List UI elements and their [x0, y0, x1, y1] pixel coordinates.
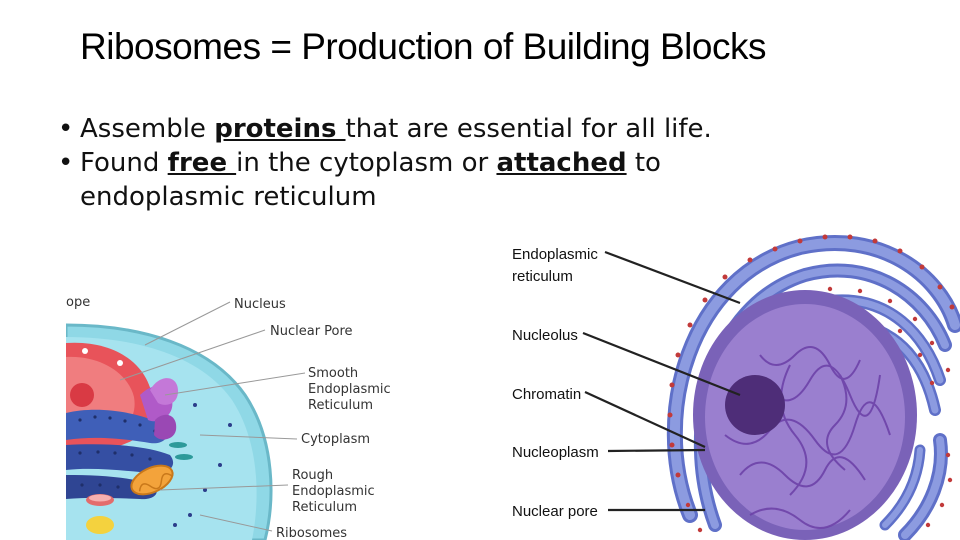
label-envelope-fragment: ope: [66, 295, 90, 310]
bullet-text: Assemble: [80, 114, 215, 144]
ribosome-dots: [667, 234, 955, 533]
bullet-text: in the cytoplasm or: [236, 148, 497, 178]
bullet-emphasis: attached: [496, 148, 627, 178]
label-nucleolus: Nucleolus: [512, 327, 578, 344]
label-nucleoplasm: Nucleoplasm: [512, 444, 599, 461]
label-rough-er: Rough: [292, 468, 333, 483]
smooth-er-shape: [140, 378, 178, 440]
label-cytoplasm: Cytoplasm: [301, 432, 370, 447]
rough-er-shape: [66, 409, 168, 444]
label-smooth-er: Reticulum: [308, 398, 373, 413]
label-smooth-er: Smooth: [308, 366, 358, 381]
chromatin-shape: [724, 346, 891, 529]
bullet-item: Assemble proteins that are essential for…: [58, 112, 818, 146]
slide-title: Ribosomes = Production of Building Block…: [80, 26, 766, 67]
label-nuclear-pore: Nuclear pore: [512, 503, 598, 520]
label-endoplasmic-reticulum: reticulum: [512, 268, 573, 285]
nucleolus-shape: [725, 375, 785, 435]
label-rough-er: Endoplasmic: [292, 484, 375, 499]
bullet-emphasis: free: [167, 148, 237, 178]
bullet-list: Assemble proteins that are essential for…: [58, 112, 818, 214]
nucleus-er-diagram: Endoplasmic reticulum Nucleolus Chromati…: [512, 234, 960, 540]
label-ribosomes: Ribosomes: [276, 526, 347, 540]
label-nucleus: Nucleus: [234, 297, 286, 312]
bullet-emphasis: proteins: [214, 114, 346, 144]
bullet-item: Found free in the cytoplasm or attached …: [58, 146, 818, 214]
bullet-text: to endoplasmic reticulum: [80, 148, 661, 212]
label-smooth-er: Endoplasmic: [308, 382, 391, 397]
animal-cell-diagram: ope Nucleus Nuclear Pore Smooth Endoplas…: [66, 295, 391, 540]
label-endoplasmic-reticulum: Endoplasmic: [512, 246, 598, 263]
label-rough-er: Reticulum: [292, 500, 357, 515]
mitochondrion-shape: [130, 464, 174, 496]
bullet-text: that are essential for all life.: [345, 114, 712, 144]
bullet-text: Found: [80, 148, 168, 178]
label-nuclear-pore: Nuclear Pore: [270, 324, 353, 339]
label-chromatin: Chromatin: [512, 386, 581, 403]
